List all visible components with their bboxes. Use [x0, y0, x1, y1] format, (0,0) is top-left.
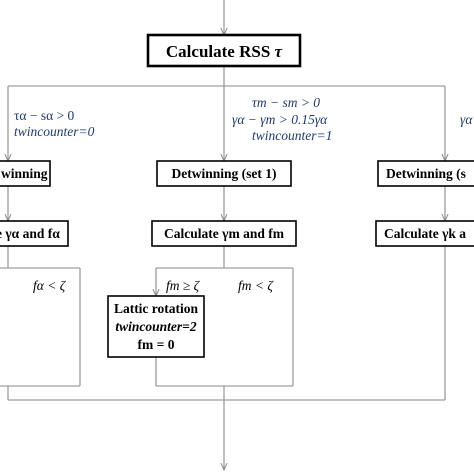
- middle-condition-ge: fm ≥ ζ: [166, 278, 201, 293]
- middle-condition-lt: fm < ζ: [238, 278, 274, 293]
- left-calc-label: e γα and fα: [0, 226, 60, 241]
- lattice-rotation-box: [107, 295, 205, 358]
- branch-middle: τm − sm > 0 γα − γm > 0.15γα twincounter…: [107, 95, 332, 358]
- right-process-label: Detwinning (s: [386, 166, 466, 181]
- calculate-rss-box: Calculate RSS τ: [146, 33, 302, 68]
- tau-symbol: τ: [275, 42, 283, 61]
- lattice-rotation-line-3: fm = 0: [138, 337, 175, 352]
- lattice-rotation-line-1: Lattic rotation: [114, 301, 199, 316]
- middle-condition-2: γα − γm > 0.15γα: [232, 112, 328, 127]
- connectors: [0, 0, 445, 470]
- right-condition-1: γα: [460, 112, 473, 127]
- left-process-label: winning: [1, 166, 48, 181]
- middle-condition-3: twincounter=1: [252, 128, 332, 143]
- right-process-box: [377, 160, 474, 187]
- calculate-rss-label: Calculate RSS: [166, 42, 275, 61]
- svg-text:Calculate RSS τ: Calculate RSS τ: [166, 42, 283, 61]
- middle-process-label: Detwinning (set 1): [172, 166, 277, 181]
- middle-calc-label: Calculate γm and fm: [164, 226, 285, 241]
- right-calc-box: [375, 220, 474, 247]
- middle-process-box: [156, 160, 292, 187]
- branch-left: τα − sα > 0 twincounter=0 winning e γα a…: [0, 108, 95, 293]
- right-calc-label: Calculate γk a: [384, 226, 466, 241]
- middle-condition-1: τm − sm > 0: [252, 95, 320, 110]
- lattice-rotation-line-2: twincounter=2: [115, 319, 196, 334]
- middle-calc-box: [151, 220, 297, 247]
- left-calc-box: [0, 220, 69, 247]
- left-condition-2: twincounter=0: [14, 124, 95, 139]
- left-condition-down: fα < ζ: [33, 278, 67, 293]
- branch-right: γα Detwinning (s Calculate γk a: [375, 112, 474, 247]
- left-process-box: [0, 160, 51, 187]
- left-condition-1: τα − sα > 0: [14, 108, 75, 123]
